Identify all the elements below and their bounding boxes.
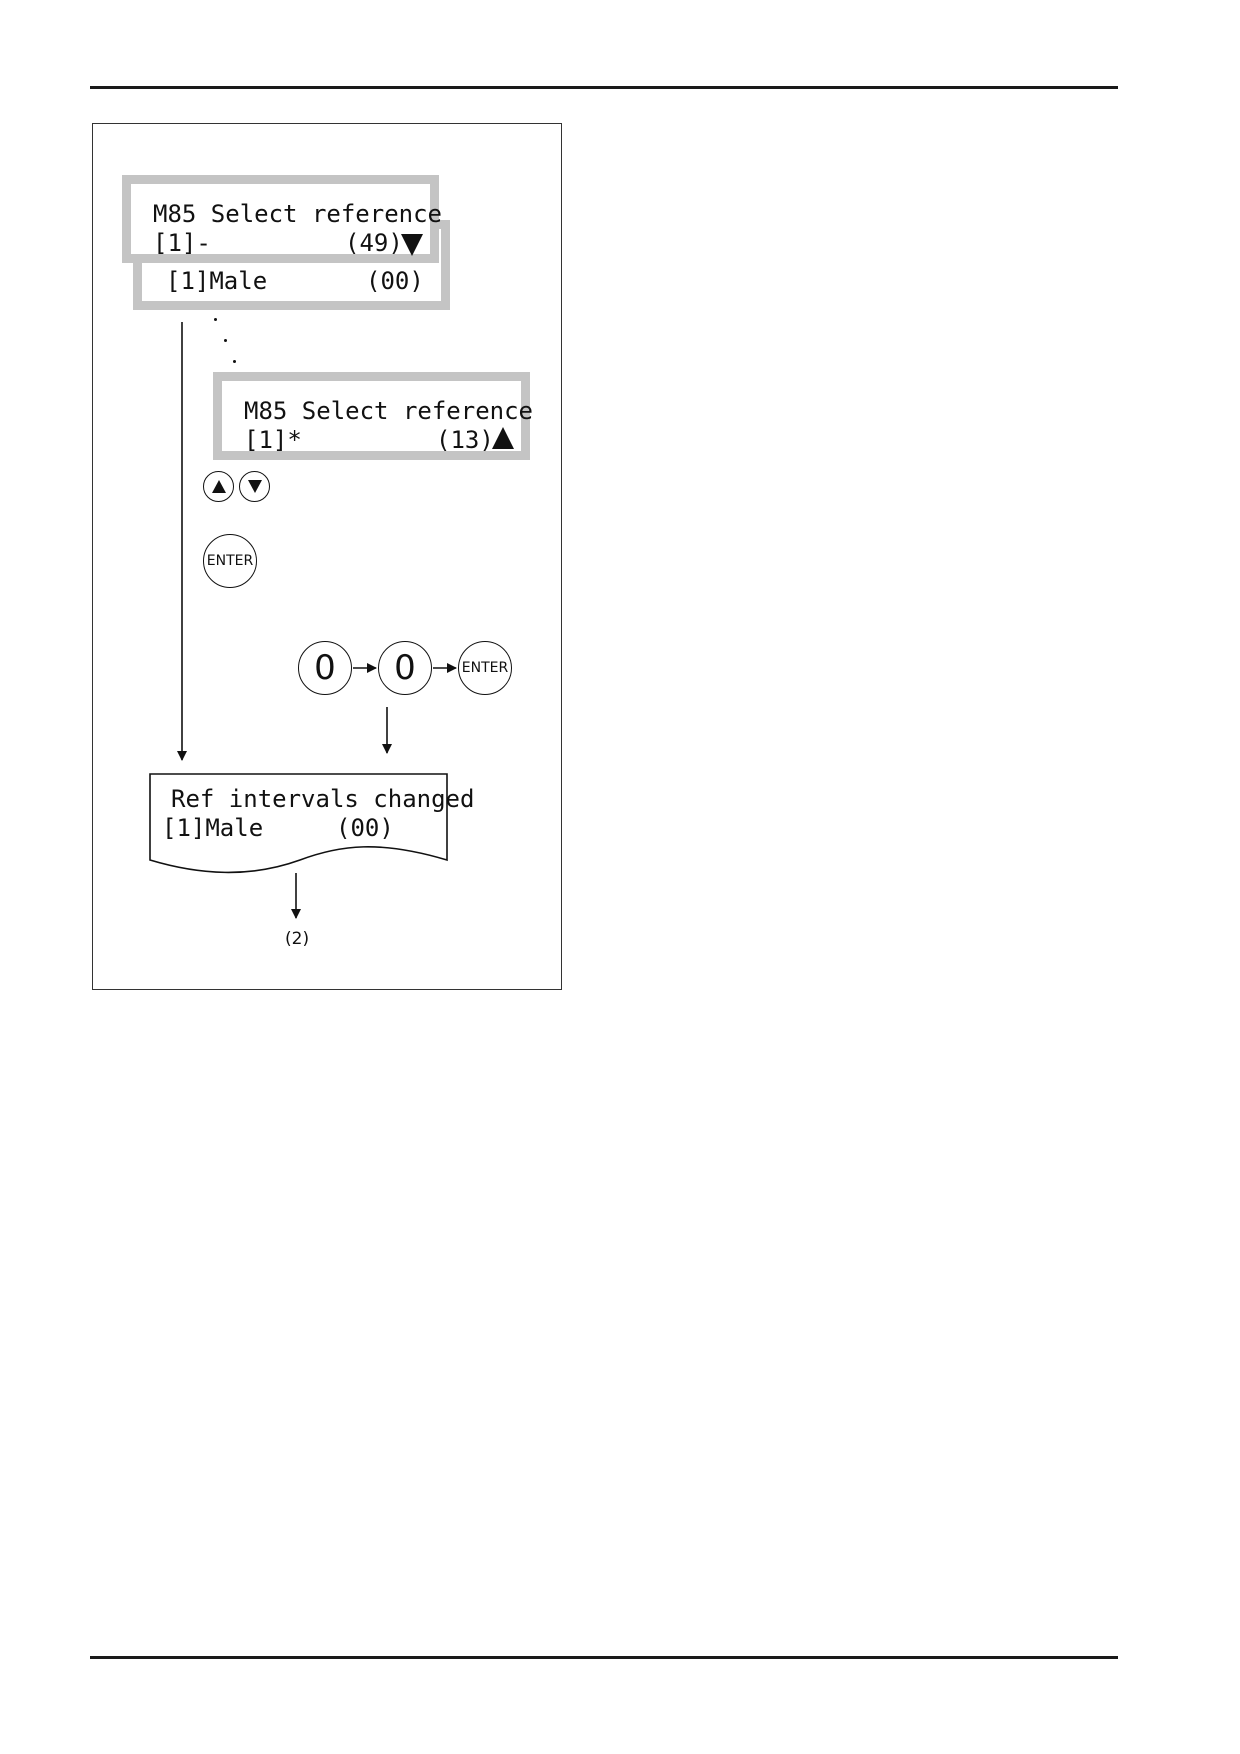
lcd1-selection: [1]-: [153, 229, 211, 257]
lcd-male-value: (00): [366, 267, 424, 295]
lcd-display-select-reference-second: M85 Select reference [1]* (13): [213, 372, 533, 460]
lcd3-count: (13): [436, 426, 494, 454]
enter-key: ENTER: [203, 534, 257, 588]
lcd1-count: (49): [345, 229, 403, 257]
printout-value: (00): [336, 814, 394, 842]
ellipsis-dot: [214, 318, 217, 321]
lcd3-title: M85 Select reference: [244, 397, 533, 425]
printout-shape: [149, 773, 448, 874]
down-triangle-icon: [401, 234, 423, 256]
lcd-male-label: [1]Male: [166, 267, 268, 295]
up-triangle-icon: [492, 427, 514, 449]
lcd-display-select-reference-first: M85 Select reference [1]- (49): [122, 175, 442, 263]
ellipsis-dot: [224, 339, 227, 342]
next-step-reference: (2): [285, 929, 310, 949]
flow-diagram-frame: [92, 123, 562, 990]
lcd1-title: M85 Select reference: [153, 200, 442, 228]
enter-key: ENTER: [458, 641, 512, 695]
printout-selection: [1]Male: [162, 814, 264, 842]
digit-zero-key: 0: [298, 641, 352, 695]
ellipsis-dot: [233, 360, 236, 363]
digit-zero-key: 0: [378, 641, 432, 695]
down-arrow-key-icon: [239, 471, 270, 502]
up-arrow-key-icon: [203, 471, 234, 502]
lcd3-selection: [1]*: [244, 426, 302, 454]
top-rule: [90, 86, 1118, 89]
printout-title: Ref intervals changed: [171, 785, 475, 813]
bottom-rule: [90, 1656, 1118, 1659]
